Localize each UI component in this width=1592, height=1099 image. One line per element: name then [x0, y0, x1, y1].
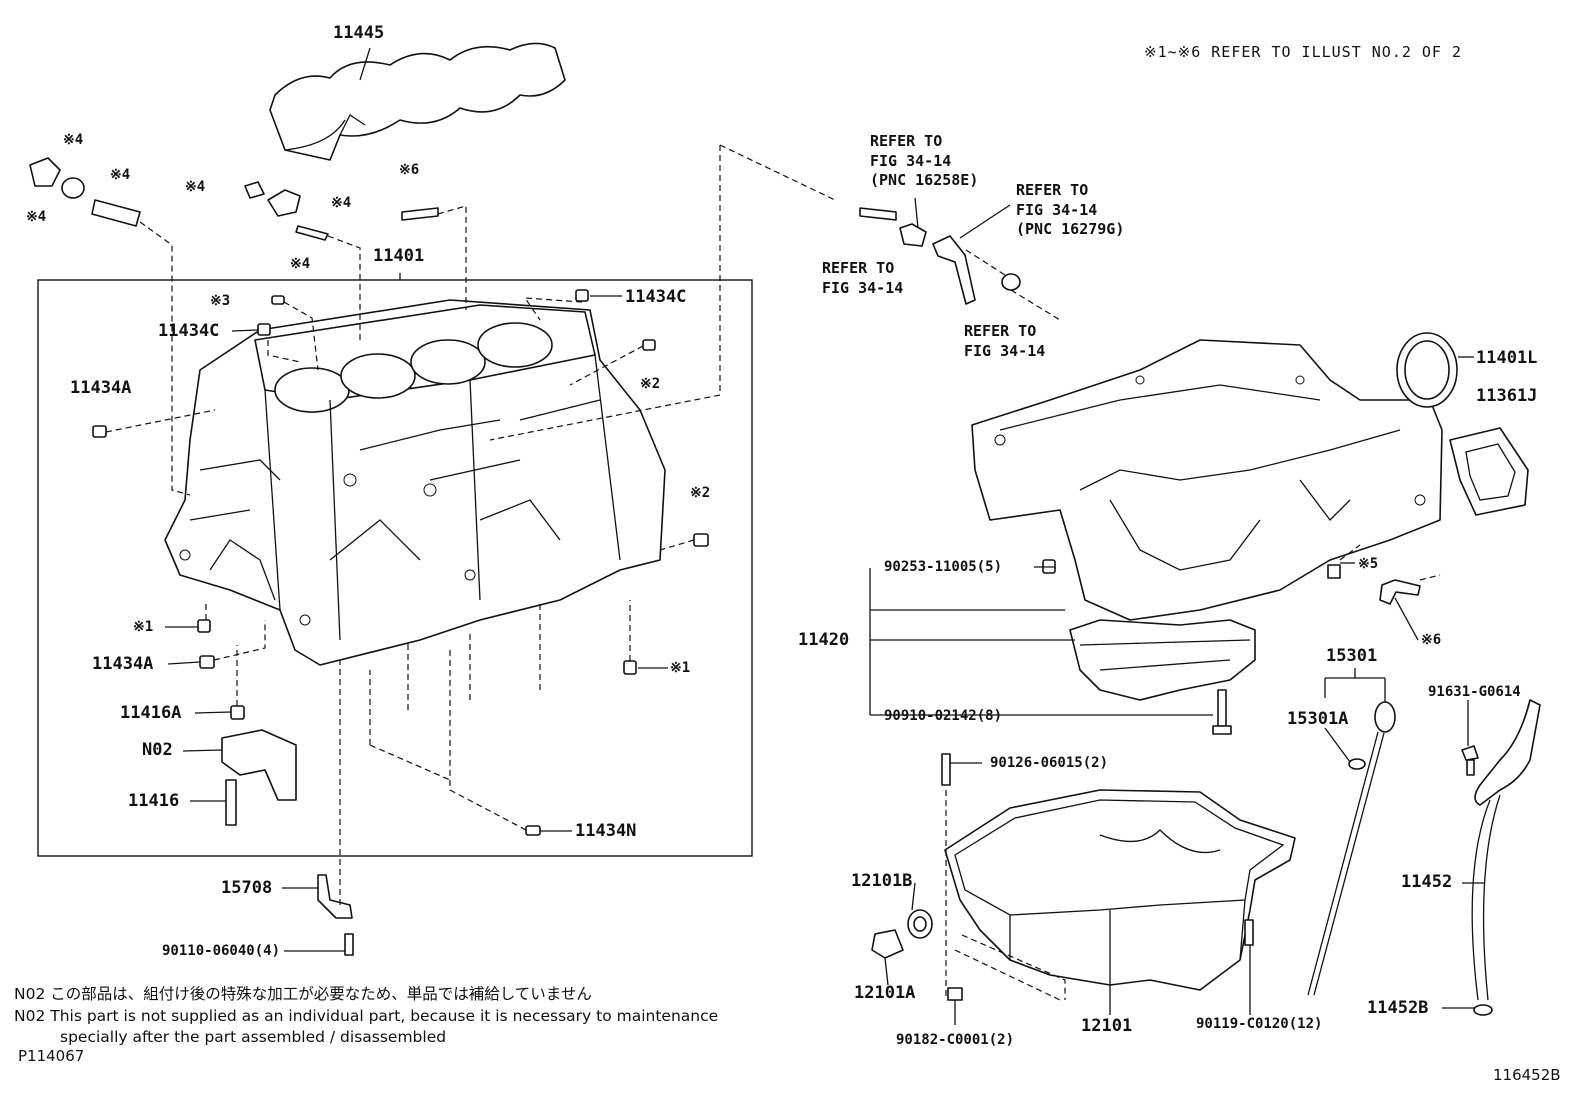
part-label-11434a-bottom[interactable]: 11434A — [92, 654, 154, 674]
refer-line: FIG 34-14 — [822, 278, 904, 297]
illustration-code-left: P114067 — [18, 1047, 85, 1065]
part-label-90253-11005[interactable]: 90253-11005(5) — [884, 559, 1003, 575]
note-n02-japanese: N02 この部品は、組付け後の特殊な加工が必要なため、単品では補給していません — [14, 985, 592, 1003]
seal-and-gasket — [1339, 332, 1529, 581]
mark-4f: ※4 — [290, 256, 311, 272]
mark-2a: ※2 — [640, 376, 661, 392]
part-label-12101a[interactable]: 12101A — [854, 983, 916, 1003]
illustration-reference-note: ※1~※6 REFER TO ILLUST NO.2 OF 2 — [1144, 43, 1463, 61]
mark-1a: ※1 — [133, 619, 154, 635]
mark-3: ※3 — [210, 293, 231, 309]
part-label-n02[interactable]: N02 — [142, 740, 173, 760]
part-label-90110-06040[interactable]: 90110-06040(4) — [162, 943, 281, 959]
dipstick-drawing — [1307, 699, 1541, 1016]
part-label-11416[interactable]: 11416 — [128, 791, 180, 811]
part-label-90126-06015[interactable]: 90126-06015(2) — [990, 755, 1109, 771]
mark-6b: ※6 — [1421, 632, 1442, 648]
part-label-11434n[interactable]: 11434N — [575, 821, 637, 841]
refer-fig-34-14-stud[interactable]: REFER TO FIG 34-14 — [822, 259, 903, 298]
oil-pan-upper-drawing — [971, 339, 1443, 735]
refer-line: REFER TO — [1016, 181, 1089, 199]
part-label-12101b[interactable]: 12101B — [851, 871, 913, 891]
part-label-90910-02142[interactable]: 90910-02142(8) — [884, 708, 1003, 724]
cylinder-block-frame — [37, 279, 753, 857]
part-label-15301[interactable]: 15301 — [1326, 646, 1378, 666]
refer-line: FIG 34-14 — [870, 151, 952, 170]
part-label-91631-g0614[interactable]: 91631-G0614 — [1428, 684, 1521, 700]
refer-line: (PNC 16279G) — [1016, 220, 1125, 238]
part-label-11434a-top[interactable]: 11434A — [70, 378, 132, 398]
refer-fig-34-14-pnc-16279g[interactable]: REFER TO FIG 34-14 (PNC 16279G) — [1016, 181, 1124, 240]
part-label-11434c-right[interactable]: 11434C — [625, 287, 687, 307]
refer-fig-34-14-pnc-16258e[interactable]: REFER TO FIG 34-14 (PNC 16258E) — [870, 132, 978, 191]
mark-5: ※5 — [1358, 556, 1379, 572]
part-label-11401[interactable]: 11401 — [373, 246, 425, 266]
mark-4b: ※4 — [110, 167, 131, 183]
oil-pan-lower-drawing — [871, 753, 1296, 1001]
block-small-parts — [29, 157, 709, 956]
leader-lines — [165, 47, 1485, 1025]
illustration-code-right: 116452B — [1493, 1066, 1561, 1084]
part-label-11452[interactable]: 11452 — [1401, 872, 1453, 892]
refer-line: REFER TO — [870, 132, 943, 150]
part-label-11416a[interactable]: 11416A — [120, 703, 182, 723]
part-label-11361j[interactable]: 11361J — [1476, 386, 1538, 406]
mark-4e: ※4 — [331, 195, 352, 211]
refer-line: FIG 34-14 — [964, 341, 1046, 360]
note-n02-english-line2: specially after the part assembled / dis… — [60, 1028, 447, 1046]
part-label-90182-c0001[interactable]: 90182-C0001(2) — [896, 1032, 1015, 1048]
refer-line: FIG 34-14 — [1016, 200, 1098, 219]
part-label-90119-c0120[interactable]: 90119-C0120(12) — [1196, 1016, 1323, 1032]
mark-2b: ※2 — [690, 485, 711, 501]
refer-line: REFER TO — [822, 259, 895, 277]
part-label-15708[interactable]: 15708 — [221, 878, 273, 898]
part-label-11445[interactable]: 11445 — [333, 23, 385, 43]
part-label-11434c-left[interactable]: 11434C — [158, 321, 220, 341]
mark-4c: ※4 — [26, 209, 47, 225]
part-label-15301a[interactable]: 15301A — [1287, 709, 1349, 729]
part-label-12101[interactable]: 12101 — [1081, 1016, 1133, 1036]
mark-1b: ※1 — [670, 660, 691, 676]
refer-fig-34-14-nut[interactable]: REFER TO FIG 34-14 — [964, 322, 1045, 361]
part-label-11401l[interactable]: 11401L — [1476, 348, 1538, 368]
cylinder-block-drawing — [164, 299, 666, 666]
mark-6a: ※6 — [399, 162, 420, 178]
refer-parts — [859, 197, 1061, 321]
part-label-11420[interactable]: 11420 — [798, 630, 850, 650]
cover-11445-drawing — [269, 42, 566, 161]
mark-4a: ※4 — [63, 132, 84, 148]
note-n02-english-line1: N02 This part is not supplied as an indi… — [14, 1007, 719, 1025]
refer-line: (PNC 16258E) — [870, 171, 979, 189]
refer-line: REFER TO — [964, 322, 1037, 340]
part-label-11452b[interactable]: 11452B — [1367, 998, 1429, 1018]
block-dashed-leaders — [105, 144, 836, 905]
mark-4d: ※4 — [185, 179, 206, 195]
